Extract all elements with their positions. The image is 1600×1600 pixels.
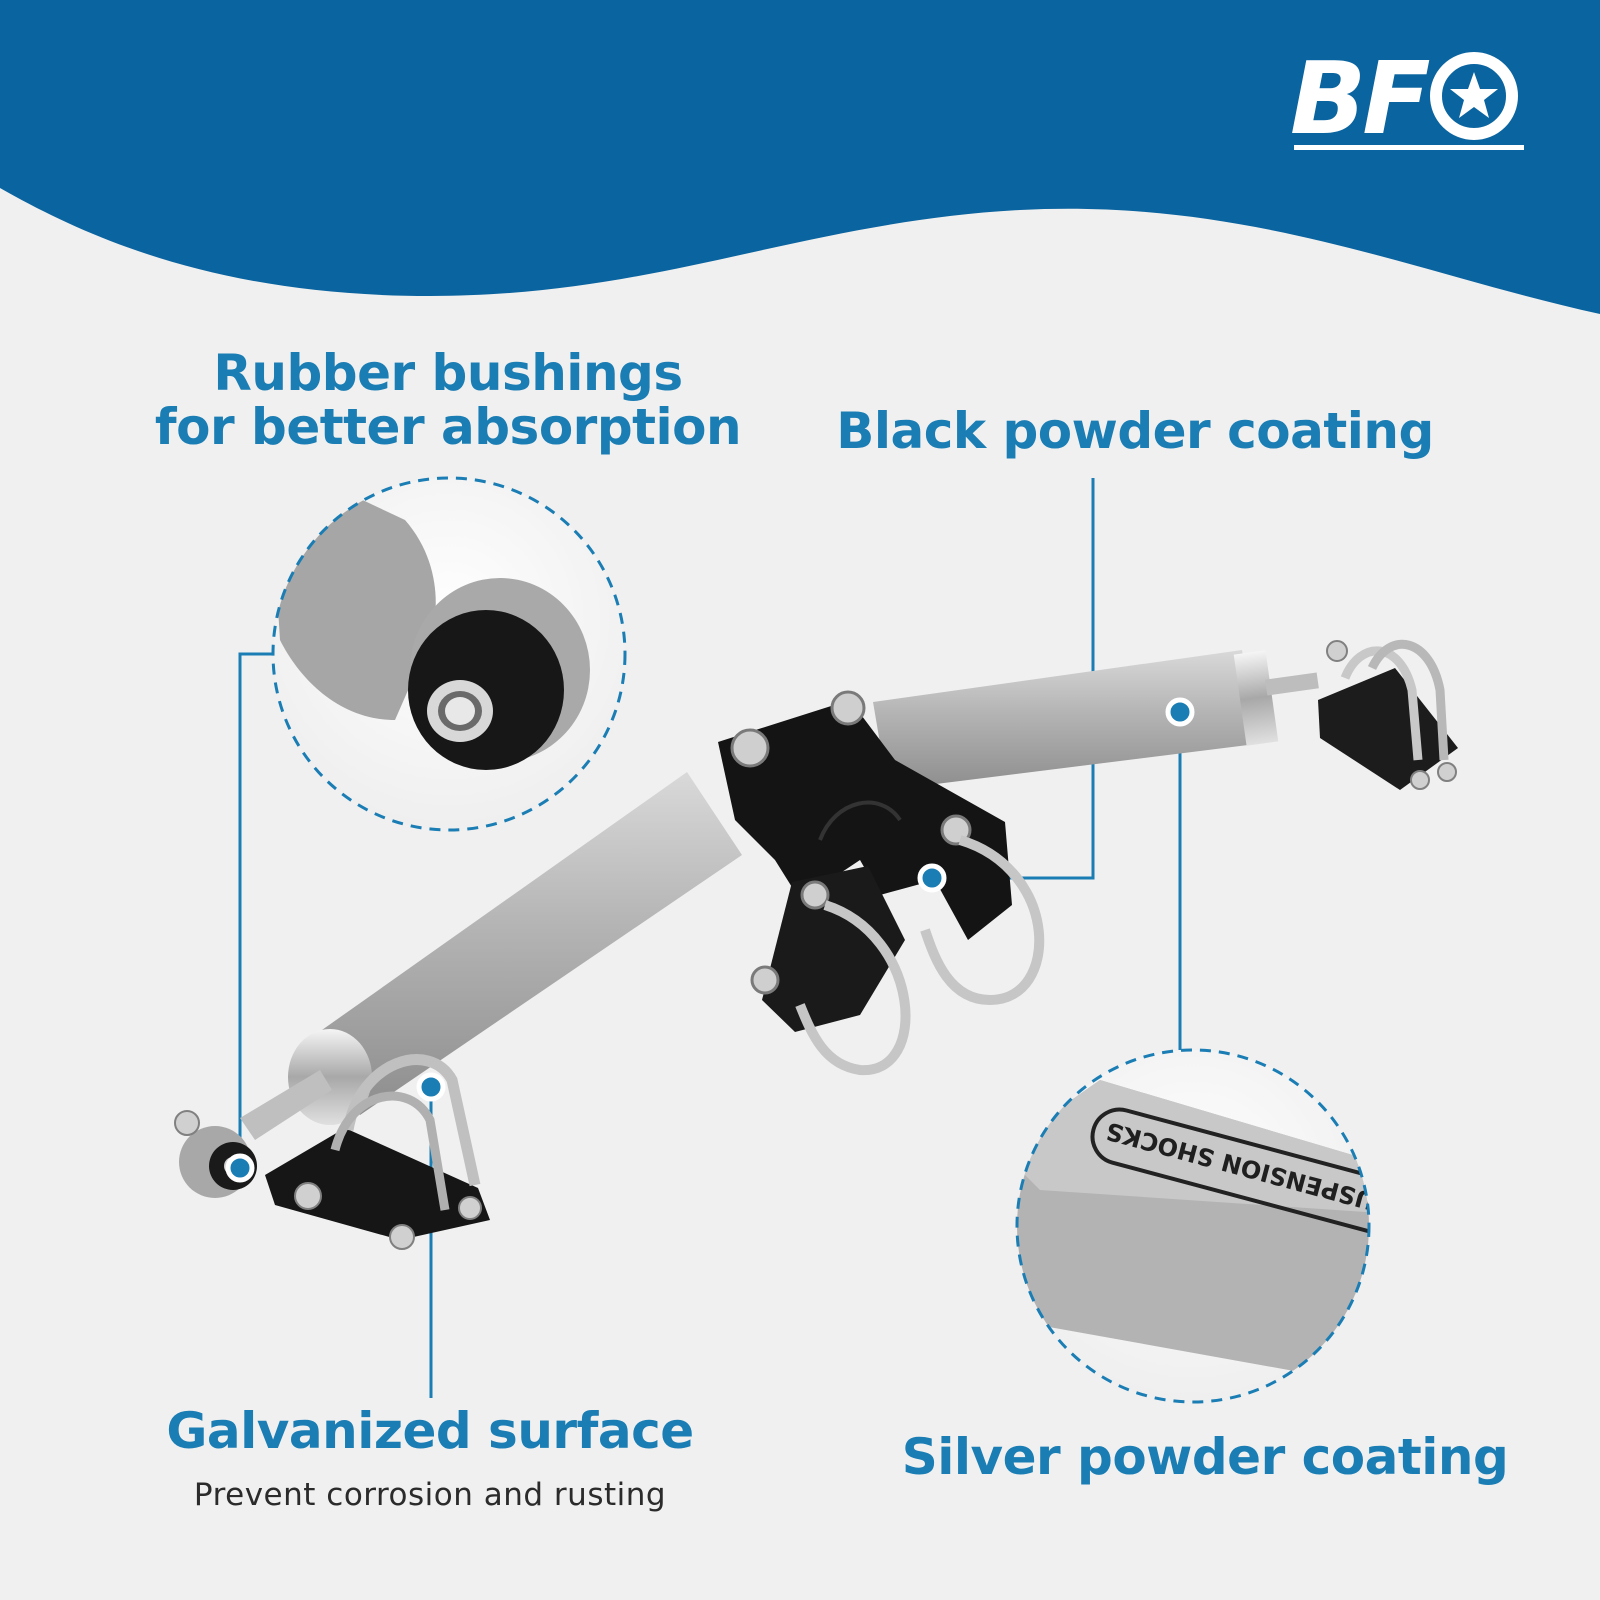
black-coating-label: Black powder coating <box>836 402 1434 460</box>
silver-coating-zoom: SUSPENSION SHOCKS <box>1015 1048 1371 1404</box>
silver-coating-label: Silver powder coating <box>901 1428 1509 1486</box>
rubber-bushing-zoom <box>271 476 627 832</box>
rubber-zoom-ring <box>271 476 627 832</box>
rubber-leader <box>238 652 273 1168</box>
right-end-mount <box>1318 639 1458 790</box>
left-end-mount <box>174 1054 490 1250</box>
header-wave <box>0 0 1600 314</box>
brand-logo: BF <box>1290 40 1524 157</box>
right-shock-absorber <box>873 650 1319 790</box>
galvanized-dot <box>416 1072 446 1102</box>
rubber-dot <box>225 1153 255 1183</box>
galvanized-label: Galvanized surface <box>166 1402 694 1460</box>
star-circle-icon <box>1430 52 1518 140</box>
silver-dot <box>1165 697 1195 727</box>
black-dot <box>917 863 947 893</box>
logo-text: BF <box>1290 40 1429 157</box>
galvanized-subtitle: Prevent corrosion and rusting <box>193 1477 667 1513</box>
leader-dots <box>225 697 1195 1183</box>
silver-zoom-ring <box>1015 1048 1371 1404</box>
left-shock-absorber <box>240 772 742 1140</box>
